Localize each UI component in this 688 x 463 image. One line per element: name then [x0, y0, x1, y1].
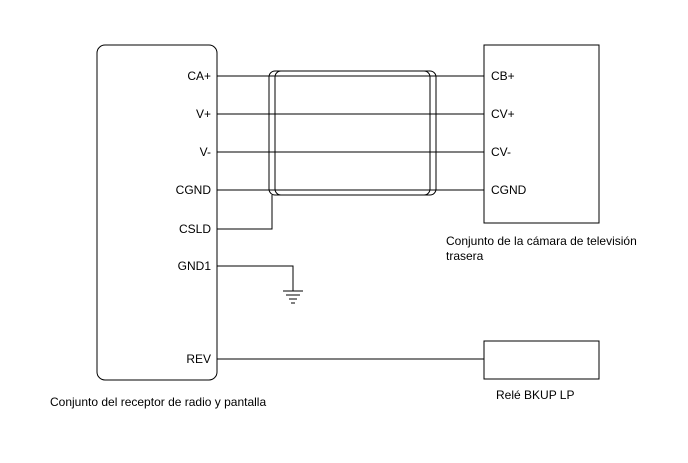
pin-label: CV- [491, 145, 511, 159]
pin-label: CGND [491, 183, 527, 197]
camera-unit-caption-line2: trasera [446, 249, 484, 263]
pin-label: CB+ [491, 69, 515, 83]
camera-unit-box [483, 44, 600, 224]
pin-label: GND1 [178, 259, 212, 273]
pin-label: CA+ [187, 69, 211, 83]
relay-box [483, 340, 600, 380]
pin-label: REV [186, 352, 211, 366]
pin-label: CGND [176, 183, 212, 197]
relay-caption: Relé BKUP LP [496, 388, 575, 402]
pin-label: CV+ [491, 107, 515, 121]
cable-shield [268, 70, 437, 196]
camera-unit-caption-line1: Conjunto de la cámara de televisión [446, 234, 637, 248]
pin-label: V+ [196, 107, 211, 121]
ground-symbol-icon [283, 290, 303, 304]
wire-csld-shield [217, 195, 273, 230]
pin-label: V- [200, 145, 211, 159]
pin-label: CSLD [179, 222, 211, 236]
radio-receiver-box [96, 44, 218, 381]
wire-gnd1 [217, 265, 294, 291]
radio-unit-caption: Conjunto del receptor de radio y pantall… [50, 395, 266, 409]
